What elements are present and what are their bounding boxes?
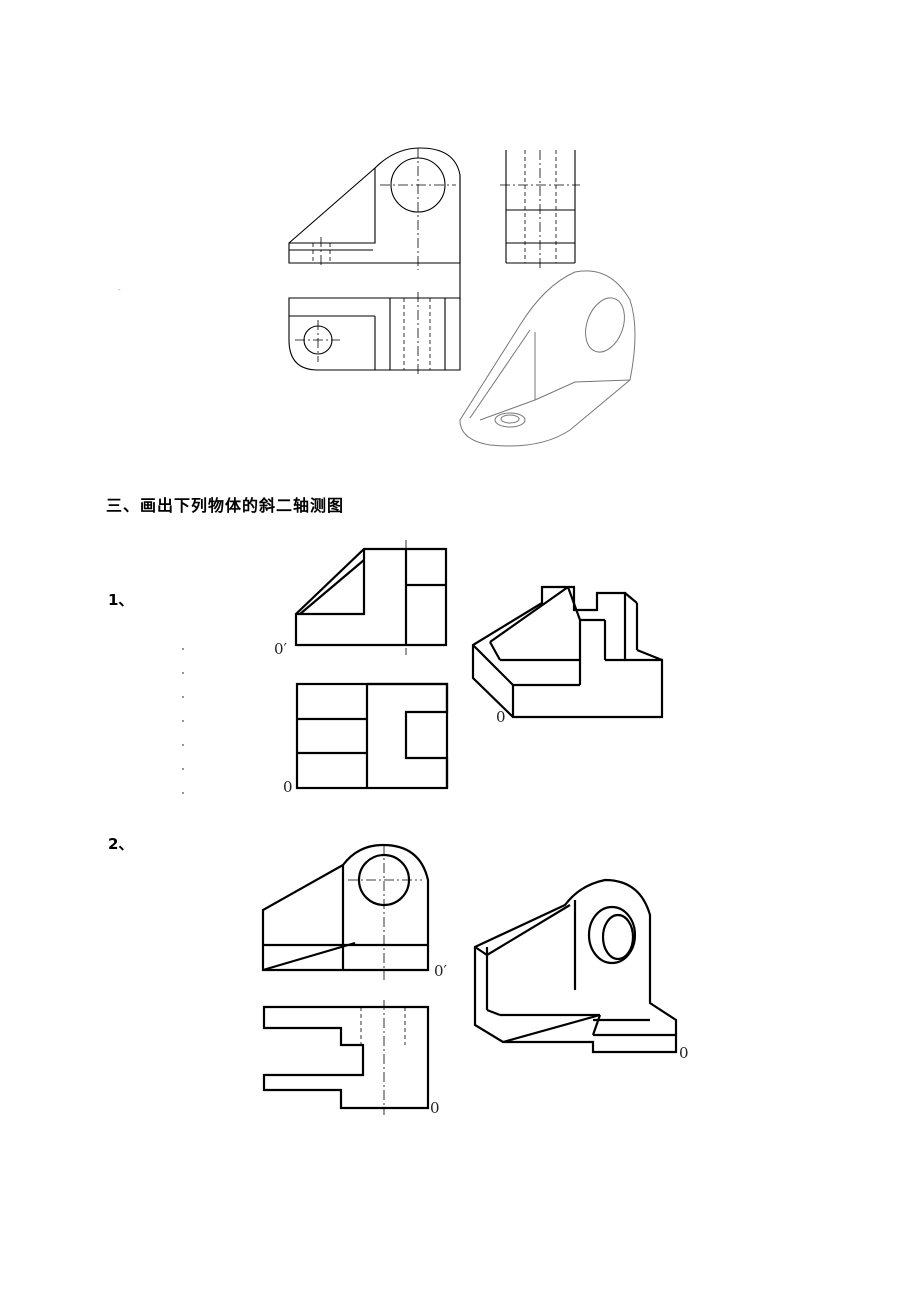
problem-2-number: 2、 xyxy=(108,835,134,853)
problem-1-drawing xyxy=(294,540,664,790)
problem-2-drawing xyxy=(261,843,678,1115)
margin-dots xyxy=(182,648,184,816)
p1-isometric-view xyxy=(471,585,664,719)
p2-iso-origin-label: 0 xyxy=(679,1044,689,1062)
top-isometric-view xyxy=(459,270,636,447)
p1-front-origin-label: 0′ xyxy=(274,640,287,658)
p2-top-view xyxy=(262,1000,430,1115)
section-heading: 三、画出下列物体的斜二轴测图 xyxy=(106,496,345,515)
svg-text:-: - xyxy=(118,285,121,294)
p1-iso-origin-label: 0 xyxy=(496,708,506,726)
top-three-view-drawing: - xyxy=(118,147,636,447)
problem-1-number: 1、 xyxy=(108,591,134,609)
p1-front-view xyxy=(294,540,448,655)
top-side-view xyxy=(500,150,580,270)
p2-isometric-view xyxy=(473,878,678,1054)
top-plan-view xyxy=(288,292,461,376)
p2-top-origin-label: 0 xyxy=(430,1099,440,1117)
p1-top-origin-label: 0 xyxy=(283,778,293,796)
p2-front-origin-label: 0′ xyxy=(434,962,447,980)
top-front-view xyxy=(288,147,461,300)
p2-front-view xyxy=(261,843,430,980)
p1-top-view xyxy=(295,682,449,790)
